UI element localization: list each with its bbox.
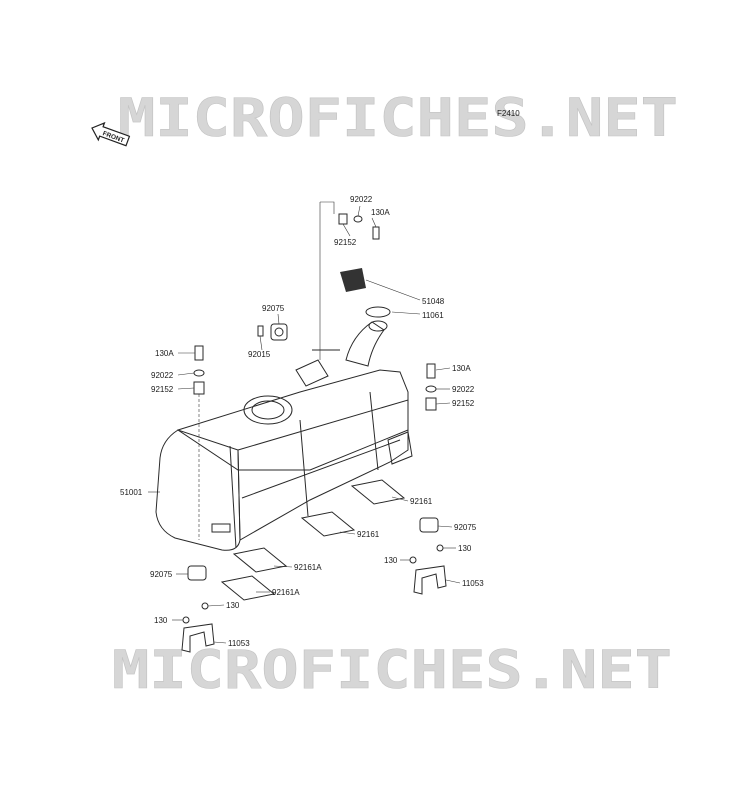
watermark-top: MICROFICHES.NET xyxy=(118,88,678,149)
callout-92015: 92015 xyxy=(248,350,271,359)
callout-130-right-a: 130 xyxy=(458,544,472,553)
callout-130a-left: 130A xyxy=(155,349,174,358)
callout-92152-right: 92152 xyxy=(452,399,475,408)
callout-92161a-2: 92161A xyxy=(272,588,300,597)
figure-code: F2410 xyxy=(497,109,520,118)
callout-92161-mid: 92161 xyxy=(357,530,380,539)
gasket xyxy=(365,306,391,318)
callout-130a-top: 130A xyxy=(371,208,390,217)
fuel-tank xyxy=(155,320,413,551)
callout-labels: 92022 130A 92152 51048 11061 92075 92015… xyxy=(120,195,484,648)
left-fasteners xyxy=(193,345,205,395)
lower-right-mount xyxy=(409,517,447,595)
callout-92022-top: 92022 xyxy=(350,195,373,204)
callout-11061: 11061 xyxy=(422,311,444,320)
callout-130-left-a: 130 xyxy=(226,601,240,610)
pads xyxy=(220,479,406,601)
callout-92161a-1: 92161A xyxy=(294,563,322,572)
callout-92161-right: 92161 xyxy=(410,497,433,506)
callout-51001: 51001 xyxy=(120,488,143,497)
callout-130-right-b: 130 xyxy=(384,556,398,565)
gauge-strip xyxy=(340,268,366,292)
callout-92075-left: 92075 xyxy=(150,570,173,579)
upper-mount xyxy=(257,323,288,341)
watermark-bottom: MICROFICHES.NET xyxy=(112,640,672,701)
callout-92152-top: 92152 xyxy=(334,238,357,247)
callout-130a-right: 130A xyxy=(452,364,471,373)
callout-92075-right: 92075 xyxy=(454,523,477,532)
callout-130-left-b: 130 xyxy=(154,616,168,625)
callout-92075-top: 92075 xyxy=(262,304,285,313)
right-fasteners xyxy=(425,363,437,411)
callout-92022-right: 92022 xyxy=(452,385,475,394)
leader-lines xyxy=(148,201,461,644)
callout-11053-right: 11053 xyxy=(462,579,484,588)
callout-92022-left: 92022 xyxy=(151,371,174,380)
callout-11053-left: 11053 xyxy=(228,639,250,648)
callout-92152-left: 92152 xyxy=(151,385,174,394)
callout-51048: 51048 xyxy=(422,297,445,306)
